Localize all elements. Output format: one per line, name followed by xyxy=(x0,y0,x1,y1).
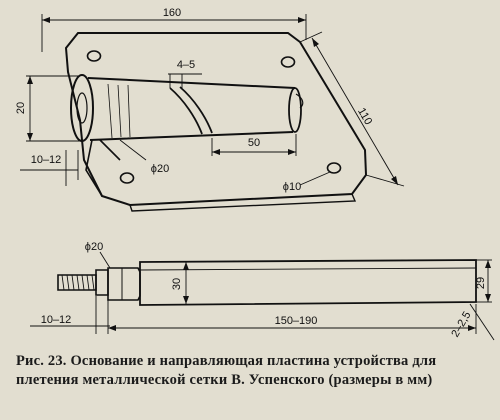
figure-caption: Рис. 23. Основание и направляющая пласти… xyxy=(16,352,488,390)
dim-thread-length: 10–12 xyxy=(41,314,72,326)
dim-plate-width: 110 xyxy=(355,106,374,127)
dim-fillet: 10–12 xyxy=(31,154,62,166)
dim-bar-height: 30 xyxy=(171,278,183,290)
dim-bar-end: 29 xyxy=(475,277,487,289)
caption-label: Рис. 23. xyxy=(16,353,67,369)
dim-tube-diameter: ϕ20 xyxy=(151,163,169,175)
guide-bar-body xyxy=(139,259,477,306)
helical-slot xyxy=(169,87,203,135)
dim-base-diameter: 20 xyxy=(15,102,27,114)
plate-hole-tl xyxy=(86,50,102,62)
guide-tube xyxy=(87,77,296,141)
plate-hole-tr xyxy=(280,56,296,68)
dim-tube-length: 50 xyxy=(248,137,260,149)
dim-edge-gap: 2–2,5 xyxy=(449,310,473,340)
dim-bar-length: 150–190 xyxy=(275,315,318,327)
guide-bar-drawing: ϕ20 30 29 10–12 150–190 xyxy=(30,241,495,341)
nut xyxy=(107,267,141,301)
plate-outline xyxy=(64,32,368,207)
base-plate-drawing: 160 110 4–5 20 10–12 xyxy=(15,7,405,212)
dim-slot-width: 4–5 xyxy=(177,59,195,71)
caption-text: Основание и направляющая пластина устрой… xyxy=(16,353,437,388)
flange-disc xyxy=(70,74,94,142)
dim-plate-length: 160 xyxy=(163,7,181,19)
plate-hole-br xyxy=(326,162,342,174)
plate-hole-bl xyxy=(119,172,135,184)
technical-drawing: 160 110 4–5 20 10–12 xyxy=(15,7,495,341)
dim-hole-diameter: ϕ10 xyxy=(283,181,301,193)
dim-bar-diameter: ϕ20 xyxy=(85,241,103,253)
